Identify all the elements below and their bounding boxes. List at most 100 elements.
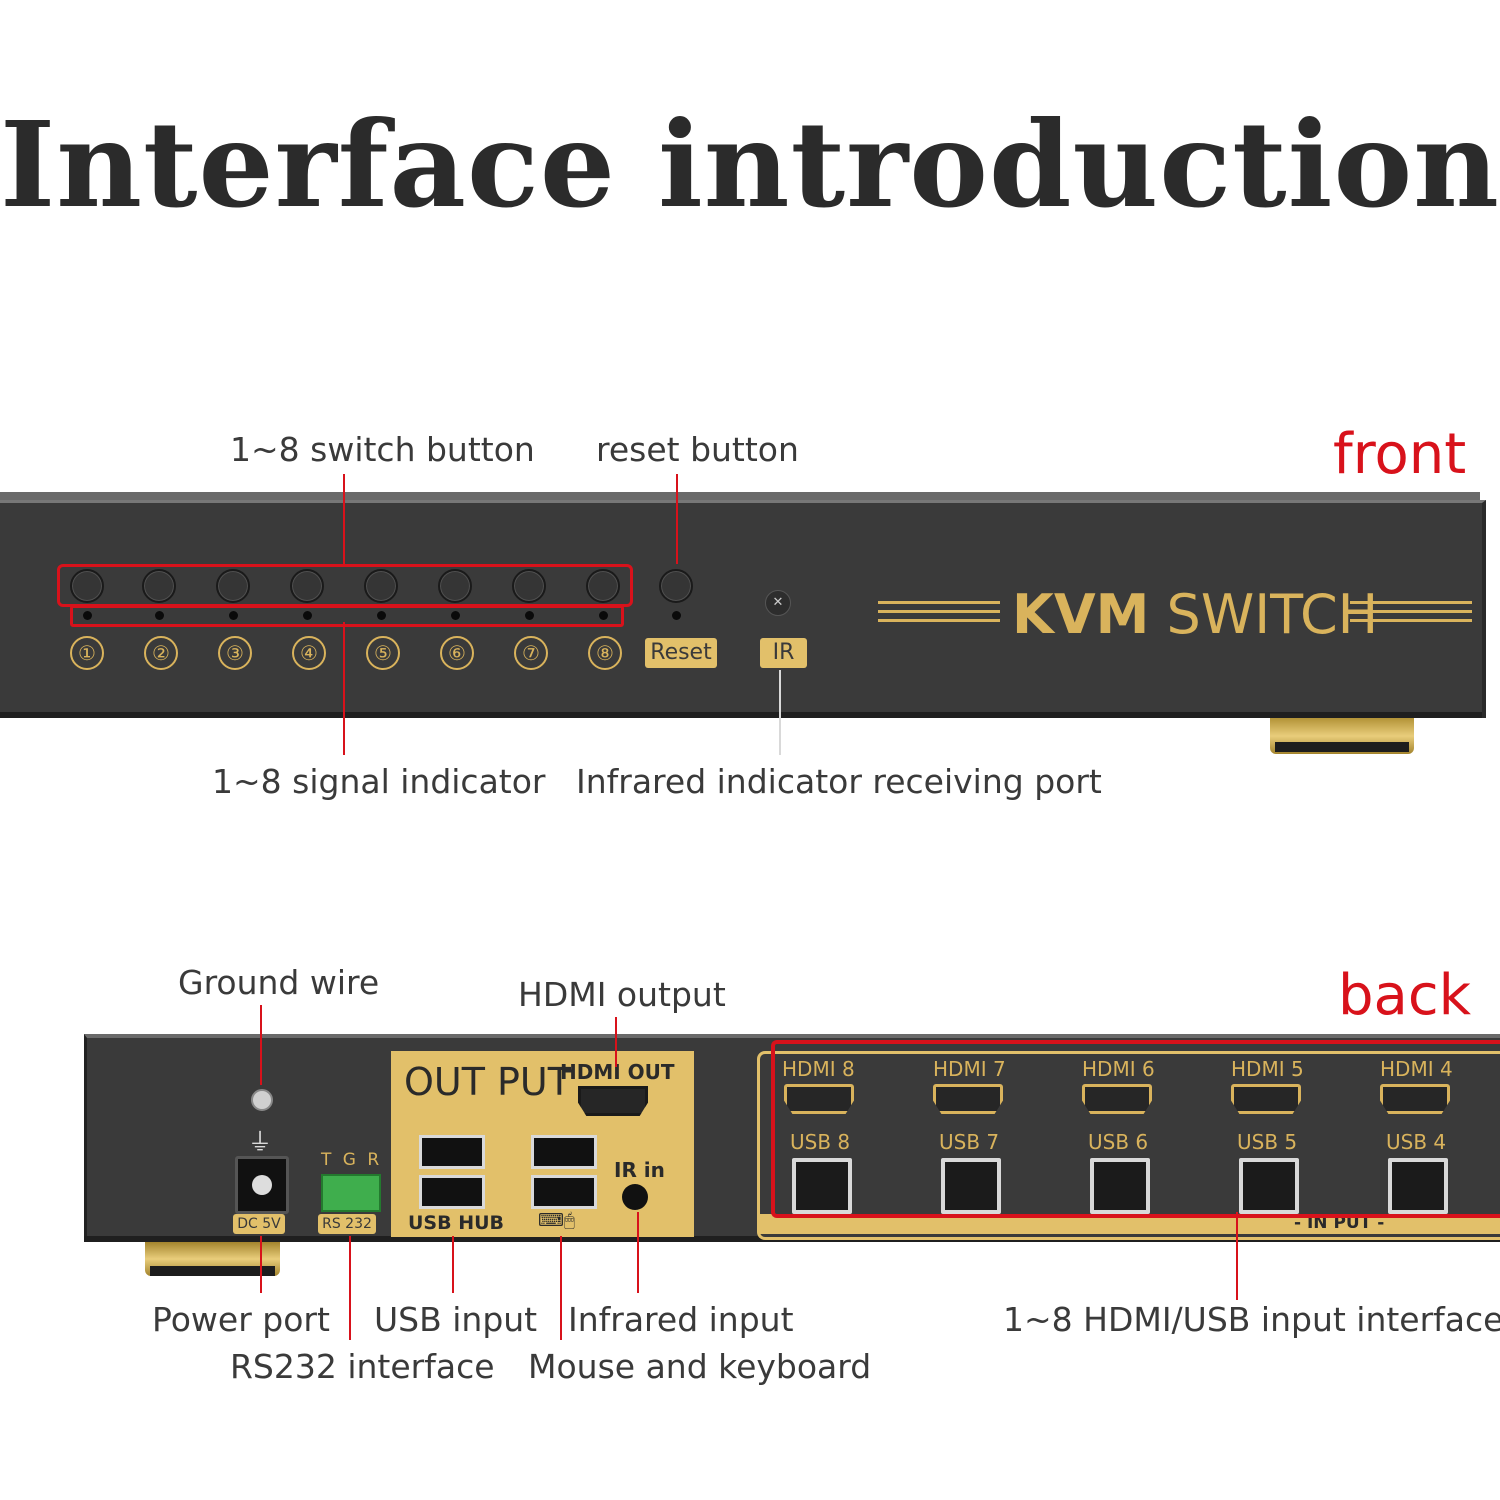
keyboard-mouse-icon: ⌨🖱: [538, 1210, 575, 1231]
hdmi-6-label: HDMI 6: [1082, 1057, 1155, 1081]
usb-hub-port-1[interactable]: [419, 1135, 485, 1169]
signal-indicator-1: [83, 611, 92, 620]
ground-wire-leader: [260, 1005, 262, 1085]
front-label: front: [1333, 422, 1467, 487]
switch-button-1[interactable]: [70, 569, 104, 603]
switch-button-8[interactable]: [586, 569, 620, 603]
signal-indicator-leader: [343, 622, 345, 755]
mouse-usb-port[interactable]: [531, 1175, 597, 1209]
signal-indicators-highlight: [70, 605, 624, 627]
number-2: ②: [144, 636, 178, 670]
hdmi-7-port[interactable]: [933, 1084, 1003, 1114]
logo-stripe-right-2: [1350, 610, 1472, 613]
reset-indicator: [672, 611, 681, 620]
hdmi-out-label: HDMI OUT: [560, 1060, 675, 1084]
number-5: ⑤: [366, 636, 400, 670]
usb-input-label: USB input: [374, 1300, 538, 1339]
logo-switch: SWITCH: [1166, 583, 1379, 646]
usb-8-label: USB 8: [790, 1130, 851, 1154]
switch-button-3[interactable]: [216, 569, 250, 603]
usb-5-port[interactable]: [1239, 1158, 1299, 1214]
tgr-label: T G R: [321, 1150, 383, 1170]
hdmi-8-port[interactable]: [784, 1084, 854, 1114]
number-6: ⑥: [440, 636, 474, 670]
hdmi-output-label: HDMI output: [518, 975, 726, 1014]
usb-8-port[interactable]: [792, 1158, 852, 1214]
ir-tag: IR: [760, 638, 807, 668]
logo-stripe-right-3: [1350, 619, 1472, 622]
output-title: OUT PUT: [404, 1060, 571, 1104]
switch-button-leader: [343, 474, 345, 567]
logo-stripe-right-1: [1350, 601, 1472, 604]
ground-screw: [251, 1089, 273, 1111]
dc-jack-pin: [252, 1175, 272, 1195]
signal-indicator-5: [377, 611, 386, 620]
signal-indicator-3: [229, 611, 238, 620]
mouse-keyboard-label: Mouse and keyboard: [528, 1347, 872, 1386]
ground-icon: ⏚: [248, 1128, 272, 1156]
ir-port-label: Infrared indicator receiving port: [576, 762, 1102, 801]
usb-hub-label: USB HUB: [408, 1212, 505, 1234]
ir-in-label: IR in: [614, 1158, 665, 1182]
rs232-tag: RS 232: [318, 1214, 376, 1234]
hdmi-5-port[interactable]: [1231, 1084, 1301, 1114]
back-label: back: [1338, 963, 1472, 1028]
switch-button-5[interactable]: [364, 569, 398, 603]
number-4: ④: [292, 636, 326, 670]
logo-stripe-left-3: [878, 619, 1000, 622]
switch-button-4[interactable]: [290, 569, 324, 603]
front-panel: [0, 500, 1486, 718]
signal-indicator-8: [599, 611, 608, 620]
switch-button-7[interactable]: [512, 569, 546, 603]
usb-input-leader: [452, 1236, 454, 1293]
reset-tag: Reset: [645, 638, 717, 668]
ground-wire-label: Ground wire: [178, 963, 380, 1002]
hdmi-7-label: HDMI 7: [933, 1057, 1006, 1081]
usb-6-label: USB 6: [1088, 1130, 1149, 1154]
hdmi-out-port[interactable]: [578, 1086, 648, 1116]
switch-button-2[interactable]: [142, 569, 176, 603]
input-section: [757, 1051, 1500, 1240]
reset-button-leader: [676, 474, 678, 564]
number-1: ①: [70, 636, 104, 670]
input-footer-label: - IN PUT -: [1294, 1213, 1385, 1233]
reset-button-label: reset button: [596, 430, 799, 469]
hdmi-6-port[interactable]: [1082, 1084, 1152, 1114]
power-port-leader: [260, 1236, 262, 1293]
keyboard-usb-port[interactable]: [531, 1135, 597, 1169]
hdmi-output-leader: [615, 1017, 617, 1067]
usb-7-port[interactable]: [941, 1158, 1001, 1214]
rs232-terminal[interactable]: [321, 1174, 381, 1212]
usb-6-port[interactable]: [1090, 1158, 1150, 1214]
ir-receiver-icon: ✕: [765, 590, 791, 616]
hdmi-usb-input-leader: [1236, 1212, 1238, 1300]
hdmi-8-label: HDMI 8: [782, 1057, 855, 1081]
usb-5-label: USB 5: [1237, 1130, 1298, 1154]
switch-button-label: 1~8 switch button: [230, 430, 535, 469]
rs232-leader: [349, 1236, 351, 1340]
usb-hub-port-2[interactable]: [419, 1175, 485, 1209]
signal-indicator-6: [451, 611, 460, 620]
signal-indicator-4: [303, 611, 312, 620]
hdmi-4-port[interactable]: [1380, 1084, 1450, 1114]
mouse-keyboard-leader: [560, 1236, 562, 1340]
switch-button-6[interactable]: [438, 569, 472, 603]
rs232-interface-label: RS232 interface: [230, 1347, 495, 1386]
usb-7-label: USB 7: [939, 1130, 1000, 1154]
usb-4-port[interactable]: [1388, 1158, 1448, 1214]
hdmi-4-label: HDMI 4: [1380, 1057, 1453, 1081]
number-7: ⑦: [514, 636, 548, 670]
input-interface-highlight: [771, 1040, 1500, 1218]
hdmi-usb-input-label: 1~8 HDMI/USB input interface: [1003, 1300, 1500, 1339]
reset-button[interactable]: [659, 569, 693, 603]
hdmi-5-label: HDMI 5: [1231, 1057, 1304, 1081]
power-port-label: Power port: [152, 1300, 330, 1339]
dc-power-jack[interactable]: [235, 1156, 289, 1214]
ir-in-jack[interactable]: [622, 1184, 648, 1210]
infrared-input-label: Infrared input: [568, 1300, 794, 1339]
signal-indicator-7: [525, 611, 534, 620]
logo-kvm: KVM: [1012, 583, 1150, 646]
number-3: ③: [218, 636, 252, 670]
page-title: Interface introduction: [0, 95, 1500, 234]
number-8: ⑧: [588, 636, 622, 670]
